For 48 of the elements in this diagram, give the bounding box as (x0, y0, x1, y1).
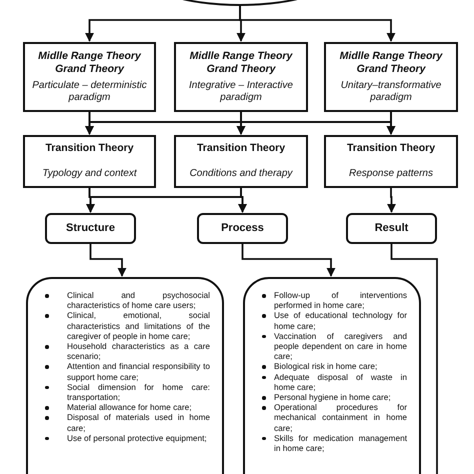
connector-arrow (239, 6, 396, 42)
list-item: Adequate disposal of waste in home care; (274, 372, 407, 392)
box-description: Integrative – Interactive paradigm (188, 80, 294, 104)
connector-arrow (387, 188, 396, 213)
category-label: Structure (66, 222, 115, 236)
connector-arrow (238, 188, 247, 213)
list-item: Clinical and psychosocial characteristics of home care users; (67, 290, 210, 310)
box-heading: Transition Theory (346, 142, 436, 155)
list-item: Operational procedures for mechanical containment in home care; (274, 402, 407, 433)
box-description: Particulate – deterministic paradigm (31, 80, 148, 104)
list-item: Use of personal protective equipment; (67, 432, 207, 443)
list-item: Vaccination of caregivers and people dependent on care in home care; (274, 330, 407, 362)
theory-box (23, 42, 156, 112)
list-item: Clinical, emotional, social characteristics and limitations of the caregiver of people in home care; (67, 310, 210, 341)
list-item: Household characteristics as a care scenario; (67, 341, 210, 362)
box-heading: Midlle Range Theory Grand Theory (338, 50, 444, 76)
list-panel (26, 277, 224, 474)
list-item: Skills for medication management in home care; (274, 432, 407, 454)
theory-box (174, 135, 308, 188)
category-label: Process (221, 222, 264, 236)
box-heading: Transition Theory (45, 142, 134, 155)
box-description: Conditions and therapy (190, 168, 292, 180)
list-item: Social dimension for home care: transportation; (67, 382, 210, 402)
connector-arrow (90, 244, 126, 277)
theory-box (23, 135, 156, 188)
box-description: Response patterns (349, 168, 433, 180)
theory-box (174, 42, 308, 112)
list-item: Use of educational technology for home care; (274, 310, 407, 331)
category-box (45, 213, 136, 244)
category-box (197, 213, 288, 244)
theory-box (324, 42, 458, 112)
box-heading: Midlle Range Theory Grand Theory (188, 50, 294, 76)
list-item: Attention and financial responsibility to support home care; (67, 361, 210, 382)
list-item: Personal hygiene in home care; (274, 392, 391, 402)
box-heading: Transition Theory (196, 142, 286, 155)
category-label: Result (374, 222, 408, 236)
list-item: Biological risk in home care; (274, 361, 378, 372)
list-item: Material allowance for home care; (67, 402, 192, 412)
connector-arrow (386, 112, 396, 135)
list-item: Disposal of materials used in home care; (67, 412, 210, 433)
list-panel (243, 277, 421, 474)
box-description: Unitary–transformative paradigm (340, 80, 442, 104)
box-heading: Midlle Range Theory Grand Theory (37, 50, 142, 76)
theory-box (324, 135, 458, 188)
category-box (346, 213, 437, 244)
connector-arrow (242, 244, 336, 277)
list-item: Follow-up of interventions performed in home care; (274, 290, 407, 310)
box-description: Typology and context (42, 168, 137, 180)
